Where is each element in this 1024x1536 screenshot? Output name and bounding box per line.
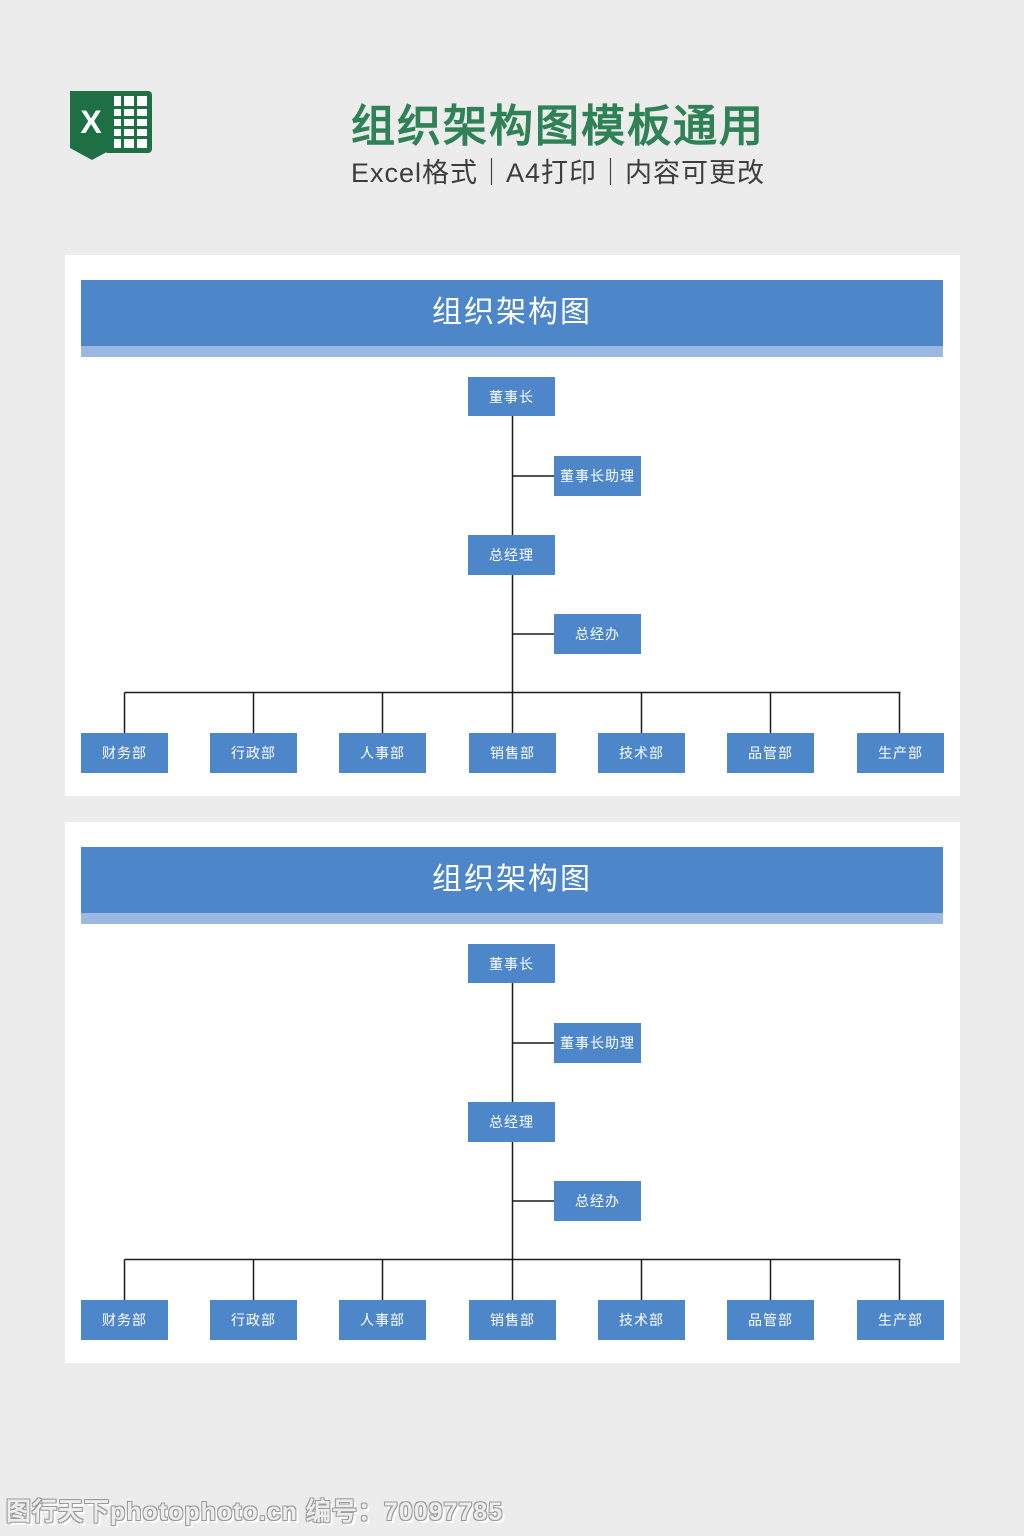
connector-lines (123, 983, 901, 1300)
node-dept-tech: 技术部 (598, 1300, 685, 1340)
connector-lines (123, 416, 901, 733)
org-chart-panel-2: 组织架构图 董事长 董事长助理 总经理 总经办 财务部 行政部 人事部 销售部 … (65, 822, 960, 1363)
excel-icon: X (70, 91, 152, 160)
node-dept-finance: 财务部 (81, 1300, 168, 1340)
node-dept-production: 生产部 (857, 733, 944, 773)
page-title: 组织架构图模板通用 (351, 102, 765, 151)
node-dept-finance: 财务部 (81, 733, 168, 773)
document-header: X 组织架构图模板通用 Excel格式｜A4打印｜内容可更改 (0, 0, 1024, 230)
org-chart-panel-1: 组织架构图 董事长 董事长助理 总经理 总经办 财务部 行政部 人事部 销售部 … (65, 255, 960, 796)
node-dept-production: 生产部 (857, 1300, 944, 1340)
node-dept-admin: 行政部 (210, 1300, 297, 1340)
svg-text:X: X (80, 104, 102, 140)
node-dept-qc: 品管部 (727, 1300, 814, 1340)
node-dept-tech: 技术部 (598, 733, 685, 773)
banner-strip (81, 913, 943, 924)
watermark: 图行天下photophoto.cn 编号：70097785 (6, 1498, 504, 1526)
chart-banner: 组织架构图 (81, 280, 943, 346)
node-gm-office: 总经办 (554, 614, 641, 654)
node-dept-qc: 品管部 (727, 733, 814, 773)
chart-banner: 组织架构图 (81, 847, 943, 913)
node-chairman: 董事长 (468, 944, 555, 983)
node-general-manager: 总经理 (468, 535, 555, 575)
page-subtitle: Excel格式｜A4打印｜内容可更改 (350, 158, 766, 188)
banner-strip (81, 346, 943, 357)
node-general-manager: 总经理 (468, 1102, 555, 1142)
node-chairman-assistant: 董事长助理 (554, 456, 641, 496)
node-chairman-assistant: 董事长助理 (554, 1023, 641, 1063)
node-dept-hr: 人事部 (339, 733, 426, 773)
node-gm-office: 总经办 (554, 1181, 641, 1221)
node-dept-admin: 行政部 (210, 733, 297, 773)
node-dept-sales: 销售部 (469, 733, 556, 773)
node-dept-hr: 人事部 (339, 1300, 426, 1340)
node-dept-sales: 销售部 (469, 1300, 556, 1340)
node-chairman: 董事长 (468, 377, 555, 416)
